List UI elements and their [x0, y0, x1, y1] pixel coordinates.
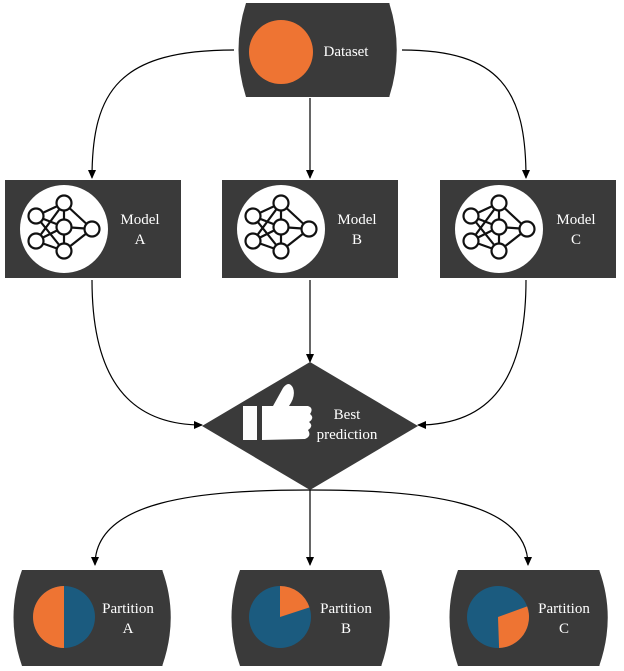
- neural-network-icon: [237, 185, 325, 273]
- orange-circle-icon: [249, 20, 313, 84]
- partition-b-label-line1: Partition: [320, 601, 372, 617]
- partition-node-a: Partition A: [13, 569, 173, 667]
- arrow-model-a-to-decision: [91, 279, 203, 429]
- arrow-model-c-to-decision: [417, 279, 527, 429]
- model-node-b: Model B: [222, 180, 398, 278]
- model-node-a: Model A: [5, 180, 181, 278]
- partition-node-c: Partition C: [449, 569, 610, 667]
- model-a-label-line2: A: [135, 232, 146, 248]
- decision-label-line1: Best: [334, 407, 362, 423]
- neural-network-icon: [455, 185, 543, 273]
- connectors: [88, 49, 532, 566]
- model-a-label-line1: Model: [120, 212, 159, 228]
- thumbs-up-icon: [243, 384, 313, 440]
- partition-b-label-line2: B: [341, 621, 351, 637]
- model-b-label-line2: B: [352, 232, 362, 248]
- pie-chart-b: [249, 586, 311, 648]
- partition-c-label-line1: Partition: [538, 601, 590, 617]
- dataset-label: Dataset: [324, 44, 370, 60]
- pie-slice-orange-b: [280, 586, 310, 617]
- partition-a-label-line2: A: [123, 621, 134, 637]
- partition-node-b: Partition B: [231, 569, 392, 667]
- dataset-node: Dataset: [238, 2, 399, 98]
- arrow-dataset-to-model-c: [401, 49, 530, 179]
- neural-network-icon: [20, 185, 108, 273]
- model-b-label-line1: Model: [337, 212, 376, 228]
- pie-chart-a: [33, 586, 95, 648]
- model-c-label-line1: Model: [556, 212, 595, 228]
- decision-node: Best prediction: [202, 362, 418, 490]
- arrow-decision-to-partition-a: [91, 489, 311, 566]
- arrow-decision-to-partition-c: [309, 489, 532, 566]
- model-c-label-line2: C: [571, 232, 581, 248]
- partition-c-label-line2: C: [559, 621, 569, 637]
- partition-a-label-line1: Partition: [102, 601, 154, 617]
- decision-label-line2: prediction: [317, 427, 378, 443]
- pie-slice-orange-c: [498, 606, 529, 648]
- model-node-c: Model C: [440, 180, 616, 278]
- pie-slice-orange-a: [33, 586, 64, 648]
- pie-chart-c: [467, 586, 529, 648]
- arrow-dataset-to-model-a: [88, 49, 235, 179]
